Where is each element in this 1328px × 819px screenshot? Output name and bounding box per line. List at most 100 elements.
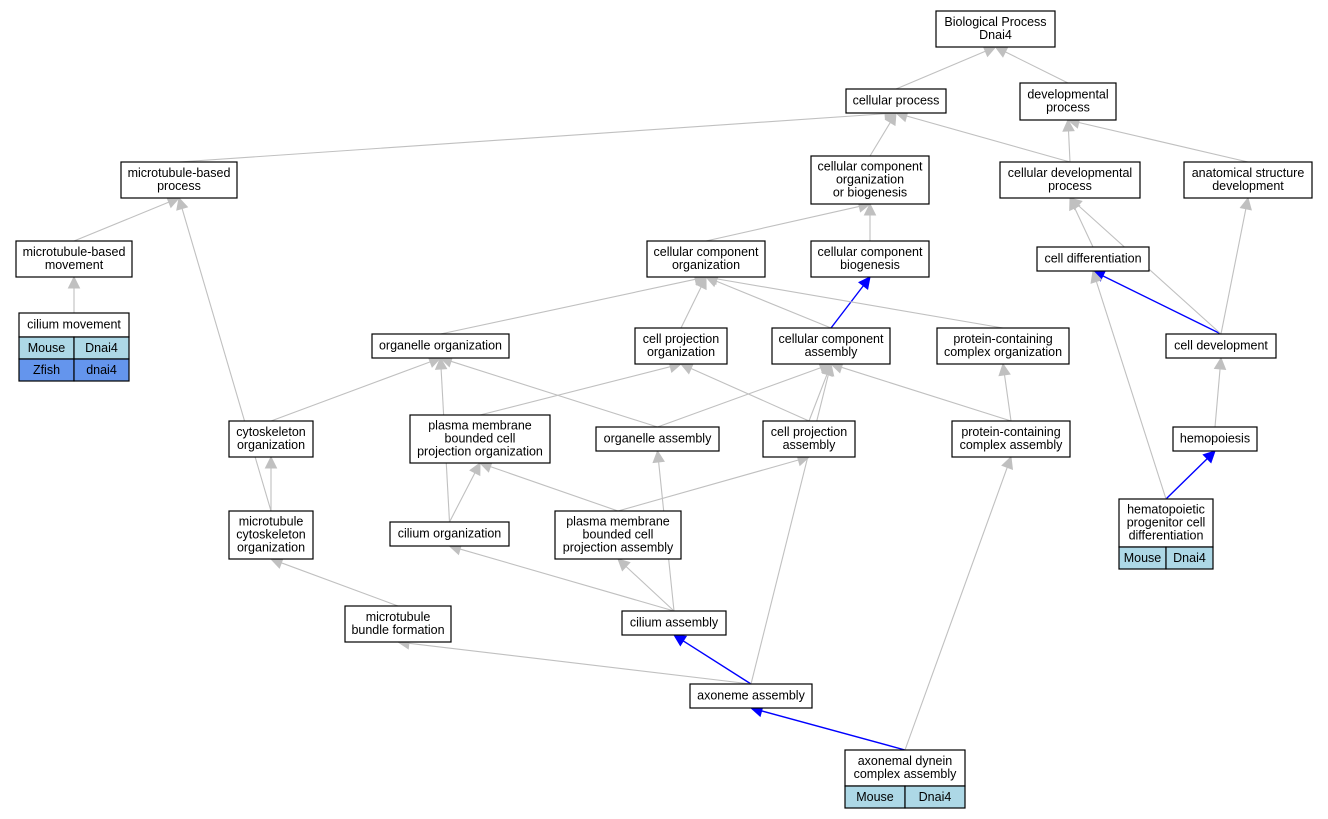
node-cell-differentiation[interactable]: cell differentiation [1036,246,1150,272]
node-box[interactable] [595,426,720,452]
edge-organelle-organization-to-cellular-component-organization [440,273,708,335]
node-box[interactable] [634,327,728,365]
edge-anatomical-structure-development-to-developmental-process [1066,116,1249,163]
node-cilium-assembly[interactable]: cilium assembly [621,610,727,636]
edge-arrowhead [982,45,997,58]
edge-arrowhead [863,202,877,216]
node-box[interactable] [844,749,966,787]
gene-cell[interactable] [904,785,966,809]
gene-cell[interactable] [1165,546,1214,570]
edge-line [895,50,986,90]
node-organelle-organization[interactable]: organelle organization [371,333,510,359]
node-box[interactable] [228,420,314,458]
edge-arrowhead [822,362,835,377]
node-label-line: cytoskeleton [236,528,306,542]
node-box[interactable] [810,240,930,278]
node-box[interactable] [228,510,314,560]
node-box[interactable] [18,312,130,338]
node-label-line: cell projection [771,425,847,439]
edge-hemopoiesis-to-cell-development [1213,356,1227,428]
edge-arrowhead [652,449,665,464]
node-cilium-organization[interactable]: cilium organization [389,521,510,547]
node-box[interactable] [845,88,947,114]
edge-plasma-membrane-bounded-cell-projection-assembly-to-cell-projection-assembly [617,454,811,512]
node-box[interactable] [771,327,891,365]
node-box[interactable] [15,240,133,278]
node-box[interactable] [554,510,682,560]
node-box[interactable] [371,333,510,359]
node-cellular-process[interactable]: cellular process [845,88,947,114]
node-box[interactable] [120,161,238,199]
node-box[interactable] [1165,333,1277,359]
node-axoneme-assembly[interactable]: axoneme assembly [689,683,813,709]
node-label-line: projection organization [417,445,543,459]
node-label-line: process [1048,179,1092,193]
edge-cellular-component-biogenesis-to-cellular-component-organization-or-biogenesis [863,202,877,241]
node-box[interactable] [1019,82,1117,121]
node-box[interactable] [999,161,1141,199]
node-box[interactable] [1118,498,1214,548]
node-organelle-assembly[interactable]: organelle assembly [595,426,720,452]
edge-arrowhead [998,362,1011,377]
node-box[interactable] [1183,161,1313,199]
node-box[interactable] [409,414,551,464]
node-box[interactable] [389,521,510,547]
edge-arrowhead [1239,196,1252,211]
node-label-line: bundle formation [351,623,444,637]
node-box[interactable] [936,327,1070,365]
edge-arrowhead [67,275,81,289]
edge-cilium-assembly-to-plasma-membrane-bounded-cell-projection-assembly [617,558,675,612]
node-box[interactable] [935,10,1056,48]
node-box[interactable] [1172,426,1258,452]
species-label: Mouse [1124,551,1162,565]
node-cell-development[interactable]: cell development [1165,333,1277,359]
node-box[interactable] [621,610,727,636]
node-box[interactable] [762,420,856,458]
node-label-line: anatomical structure [1192,166,1305,180]
node-label-line: cellular component [818,245,923,259]
edge-line [1067,130,1071,163]
edge-line [408,642,752,685]
node-box[interactable] [951,420,1071,458]
edge-plasma-membrane-bounded-cell-projection-assembly-to-plasma-membrane-bounded-cell-projection-organization [478,460,619,512]
node-label-line: organelle assembly [604,432,712,446]
edge-line [1165,458,1208,500]
node-box[interactable] [810,155,930,205]
node-box[interactable] [689,683,813,709]
node-label-line: hematopoietic [1127,503,1205,517]
node-label-line: cilium movement [27,318,121,332]
edge-developmental-process-to-biological-process [994,46,1069,84]
node-box[interactable] [344,605,452,643]
node-label-line: organization [836,173,904,187]
node-box[interactable] [1036,246,1150,272]
node-hemopoiesis[interactable]: hemopoiesis [1172,426,1258,452]
gene-cell[interactable] [73,358,130,382]
node-box[interactable] [646,240,766,278]
node-label-line: cellular component [779,332,884,346]
gene-label: Dnai4 [919,790,952,804]
node-label-line: assembly [783,438,837,452]
node-label-line: cell development [1174,339,1268,353]
